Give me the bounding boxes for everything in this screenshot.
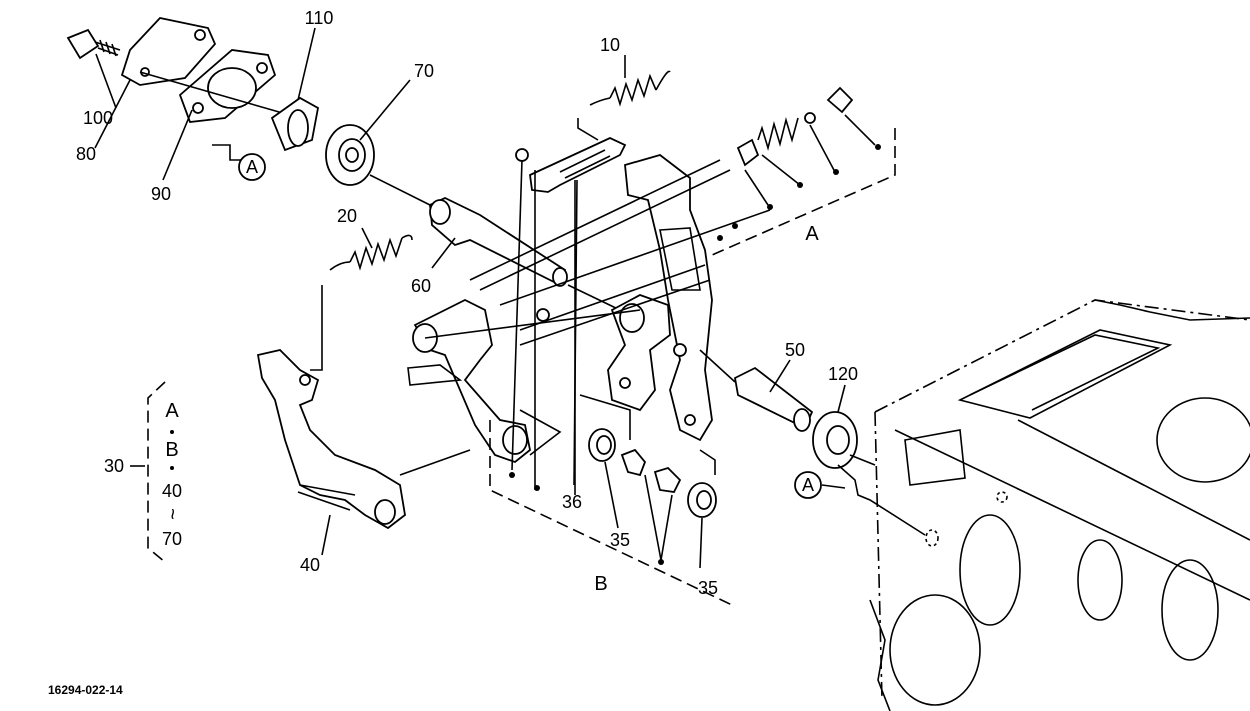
group-label-a: A	[805, 223, 819, 245]
callout-50: 50	[785, 340, 805, 360]
bearing-120	[812, 411, 858, 469]
spring-10	[589, 70, 671, 107]
callout-80: 80	[76, 144, 96, 164]
circle-marker-a-right: A	[802, 475, 814, 495]
spring-20	[329, 234, 413, 271]
detent-group-a	[736, 86, 854, 167]
callout-20: 20	[337, 206, 357, 226]
center-lever-assembly	[607, 294, 671, 412]
group-label-b: B	[594, 573, 607, 595]
callout-40: 40	[300, 555, 320, 575]
engine-block	[869, 299, 1250, 711]
callout-90: 90	[151, 184, 171, 204]
ring-35-left	[588, 428, 616, 462]
bracket-line-b: B	[165, 439, 178, 461]
gasket-90	[178, 49, 277, 123]
lever-plate-36	[515, 137, 627, 193]
bushing-110	[270, 96, 320, 152]
drawing-code: 16294-022-14	[48, 683, 123, 697]
bolt-100	[66, 28, 121, 60]
callout-100: 100	[83, 108, 113, 128]
governor-lever	[624, 154, 713, 442]
shaft-50	[733, 366, 814, 432]
callout-35-right: 35	[698, 578, 718, 598]
bracket-tilde: ~	[161, 508, 183, 520]
callout-120: 120	[828, 364, 858, 384]
lever-40	[256, 349, 406, 530]
callout-70: 70	[414, 61, 434, 81]
callout-60: 60	[411, 276, 431, 296]
callout-10: 10	[600, 35, 620, 55]
bracket-line-a: A	[165, 400, 179, 422]
ring-35-right	[687, 482, 717, 518]
callout-36: 36	[562, 492, 582, 512]
circle-marker-a-left: A	[246, 157, 258, 177]
callout-35-left: 35	[610, 530, 630, 550]
pin-small	[620, 448, 682, 493]
cover-plate-80	[120, 17, 217, 86]
bearing-70	[325, 124, 375, 186]
bracket-line-70: 70	[162, 529, 182, 549]
callout-110: 110	[305, 8, 334, 28]
callout-30: 30	[104, 456, 124, 476]
bracket-line-40: 40	[162, 481, 182, 501]
shaft-60	[429, 197, 568, 287]
